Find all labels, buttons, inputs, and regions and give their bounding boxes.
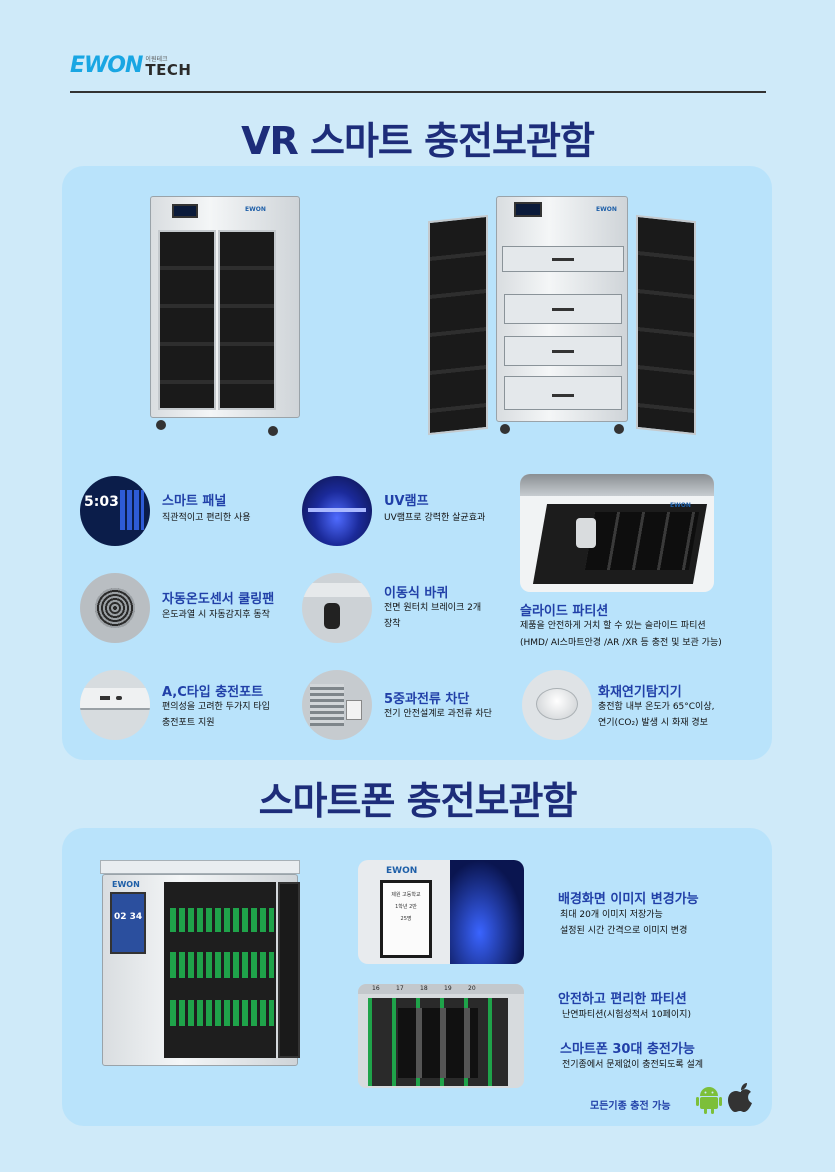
vr-section-title: VR 스마트 충전보관함 [241,119,595,163]
feature-desc-cooling-fan: 온도과열 시 자동감지후 동작 [162,610,270,620]
feature-title-caster-wheel: 이동식 바퀴 [384,586,449,601]
screen-text-count: 25명 [400,916,412,922]
feature-title-charging-port: A,C타입 충전포트 [162,685,264,700]
smart-panel-thumbnail: 5:03 [80,476,150,546]
uv-lamp-thumbnail [302,476,372,546]
feature-desc-phone-capacity: 전기종에서 문제없이 충전되도록 설계 [562,1060,704,1070]
smartphone-cabinet-image: EWON 02 34 [100,860,310,1070]
slot-number-16: 16 [372,985,380,992]
feature-desc-caster-wheel-1: 전면 원터치 브레이크 2개 [384,603,482,613]
logo-ewon-text: EWON [70,53,143,78]
charging-port-thumbnail [80,670,150,740]
feature-title-slide-partition: 슬라이드 파티션 [520,604,609,619]
smoke-detector-thumbnail [522,670,592,740]
slot-number-18: 18 [420,985,428,992]
slide-partition-photo: EWON [520,474,714,592]
feature-title-partition: 안전하고 편리한 파티션 [558,992,687,1007]
logo-tech-text: TECH [145,61,192,79]
android-icon [696,1087,722,1114]
feature-title-phone-capacity: 스마트폰 30대 충전가능 [560,1042,695,1057]
background-image-photo: EWON 제원 고등학교 1학년 2반 25명 [358,860,524,964]
feature-title-overcurrent: 5중과전류 차단 [384,692,470,707]
feature-desc-charging-port-1: 편의성을 고려한 두가지 타입 [162,702,270,712]
feature-desc-caster-wheel-2: 장착 [384,619,401,629]
feature-desc-background-image-1: 최대 20개 이미지 저장가능 [560,910,663,920]
header-divider [70,91,766,93]
feature-title-smoke-detector: 화재연기탐지기 [598,685,682,700]
cooling-fan-thumbnail [80,573,150,643]
partition-photo: 16 17 18 19 20 [358,984,524,1088]
feature-desc-smoke-detector-1: 충전함 내부 온도가 65°C이상, [598,702,715,712]
smart-panel-clock: 5:03 [84,494,119,510]
all-devices-label: 모든기종 충전 가능 [590,1101,671,1112]
overcurrent-breaker-thumbnail [302,670,372,740]
feature-desc-slide-partition-2: (HMD/ AI스마트안경 /AR /XR 등 충전 및 보관 가능) [520,638,722,648]
apple-icon [728,1083,752,1112]
slot-number-17: 17 [396,985,404,992]
smartphone-screen-clock: 02 34 [114,912,143,922]
feature-desc-smart-panel: 직관적이고 편리한 사용 [162,513,251,523]
logo-korean-text: 이원테크 [145,56,168,63]
feature-desc-uv-lamp: UV램프로 강력한 살균효과 [384,513,486,523]
feature-title-uv-lamp: UV램프 [384,494,429,509]
feature-title-smart-panel: 스마트 패널 [162,494,227,509]
slot-number-20: 20 [468,985,476,992]
screen-text-school: 제원 고등학교 [391,892,421,898]
feature-desc-partition: 난연파티션(시험성적서 10페이지) [562,1010,691,1020]
feature-desc-overcurrent: 전기 안전설계로 과전류 차단 [384,709,492,719]
feature-title-background-image: 배경화면 이미지 변경가능 [558,892,699,907]
company-logo: EWON 이원테크 TECH [70,52,191,78]
caster-wheel-thumbnail [302,573,372,643]
screen-text-class: 1학년 2반 [395,904,417,910]
slot-number-19: 19 [444,985,452,992]
feature-title-cooling-fan: 자동온도센서 쿨링팬 [162,592,275,607]
vr-cabinet-closed-image: EWON [150,196,300,448]
feature-desc-smoke-detector-2: 연기(CO₂) 발생 시 화재 경보 [598,718,708,728]
feature-desc-background-image-2: 설정된 시간 간격으로 이미지 변경 [560,926,688,936]
feature-desc-charging-port-2: 충전포트 지원 [162,718,215,728]
feature-desc-slide-partition-1: 제품을 안전하게 거치 할 수 있는 슬라이드 파티션 [520,621,706,631]
vr-cabinet-open-image: EWON [428,196,698,436]
smartphone-section-title: 스마트폰 충전보관함 [258,779,578,823]
